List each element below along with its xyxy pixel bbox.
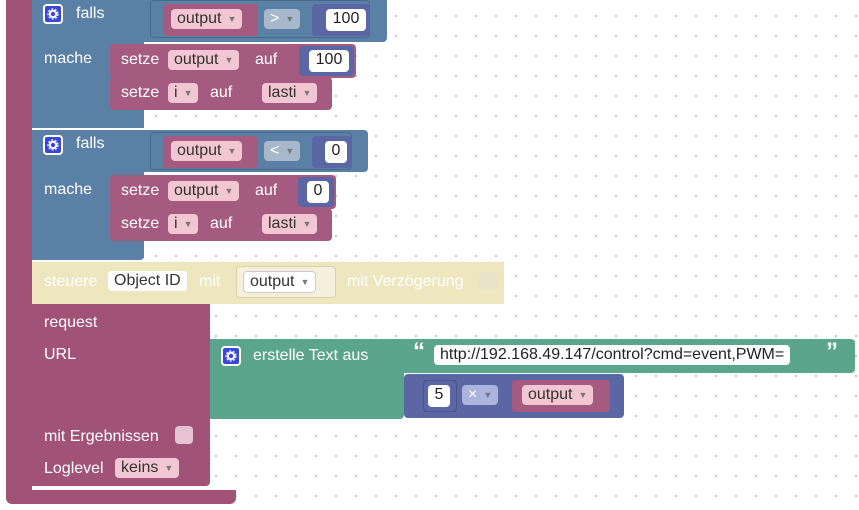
gear-icon[interactable] <box>221 346 241 366</box>
set-keyword: setze <box>121 182 160 199</box>
close-quote-icon: ” <box>826 338 838 365</box>
number-field[interactable]: 100 <box>326 9 366 31</box>
control-delay-label: mit Verzögerung <box>347 273 464 290</box>
chevron-down-icon: ▼ <box>183 88 193 98</box>
var-dropdown[interactable]: output▼ <box>171 141 243 162</box>
chevron-down-icon: ▼ <box>300 277 310 287</box>
text-join-label: erstelle Text aus <box>253 347 369 364</box>
gear-icon[interactable] <box>43 4 63 24</box>
loglevel-dropdown[interactable]: keins▼ <box>115 458 180 479</box>
operator-dropdown[interactable]: >▼ <box>264 9 301 30</box>
if-block-2-footer[interactable] <box>32 242 144 260</box>
if-keyword: falls <box>76 5 105 22</box>
set-to-label: auf <box>210 215 233 232</box>
text-string-field[interactable]: http://192.168.49.147/control?cmd=event,… <box>434 345 791 365</box>
set-to-label: auf <box>255 182 278 199</box>
set-to-label: auf <box>255 51 278 68</box>
operator-dropdown[interactable]: <▼ <box>264 141 301 162</box>
set-keyword: setze <box>121 215 160 232</box>
var-dropdown[interactable]: output▼ <box>522 385 594 406</box>
chevron-down-icon: ▼ <box>302 88 312 98</box>
open-quote-icon: “ <box>413 338 425 365</box>
chevron-down-icon: ▼ <box>285 146 295 156</box>
if-keyword: falls <box>76 135 105 152</box>
object-id-field[interactable]: Object ID <box>108 271 187 291</box>
url-label: URL <box>44 346 77 363</box>
var-dropdown[interactable]: output▼ <box>171 9 243 30</box>
outer-frame-bottom[interactable] <box>6 490 236 504</box>
var-dropdown[interactable]: i▼ <box>168 214 199 235</box>
set-keyword: setze <box>121 84 160 101</box>
if-block-1-footer[interactable] <box>32 112 144 128</box>
chevron-down-icon: ▼ <box>224 55 234 65</box>
number-field[interactable]: 5 <box>428 385 450 407</box>
var-dropdown[interactable]: output▼ <box>168 181 240 202</box>
gear-icon[interactable] <box>43 135 63 155</box>
set-keyword: setze <box>121 51 160 68</box>
control-keyword: steuere <box>44 273 98 290</box>
request-block[interactable] <box>32 304 210 486</box>
chevron-down-icon: ▼ <box>302 219 312 229</box>
var-dropdown[interactable]: i▼ <box>168 83 199 104</box>
results-label: mit Ergebnissen <box>44 428 159 445</box>
results-checkbox[interactable] <box>175 426 193 444</box>
loglevel-label: Loglevel <box>44 460 104 477</box>
outer-frame-left[interactable] <box>6 0 32 500</box>
var-dropdown[interactable]: lasti▼ <box>262 83 318 104</box>
operator-dropdown[interactable]: ×▼ <box>462 385 499 406</box>
control-with-label: mit <box>199 273 221 290</box>
chevron-down-icon: ▼ <box>183 219 193 229</box>
request-title: request <box>44 314 98 331</box>
if-do-label: mache <box>44 50 93 67</box>
delay-checkbox[interactable] <box>479 272 497 290</box>
chevron-down-icon: ▼ <box>578 390 588 400</box>
chevron-down-icon: ▼ <box>227 14 237 24</box>
chevron-down-icon: ▼ <box>164 463 174 473</box>
number-field[interactable]: 100 <box>309 50 349 72</box>
chevron-down-icon: ▼ <box>227 146 237 156</box>
chevron-down-icon: ▼ <box>483 390 493 400</box>
var-dropdown[interactable]: output▼ <box>168 50 240 71</box>
if-do-label: mache <box>44 181 93 198</box>
chevron-down-icon: ▼ <box>224 186 234 196</box>
var-dropdown[interactable]: lasti▼ <box>262 214 318 235</box>
number-field[interactable]: 0 <box>325 141 347 163</box>
chevron-down-icon: ▼ <box>285 14 295 24</box>
number-field[interactable]: 0 <box>307 181 329 203</box>
var-dropdown[interactable]: output▼ <box>243 271 317 294</box>
set-to-label: auf <box>210 84 233 101</box>
